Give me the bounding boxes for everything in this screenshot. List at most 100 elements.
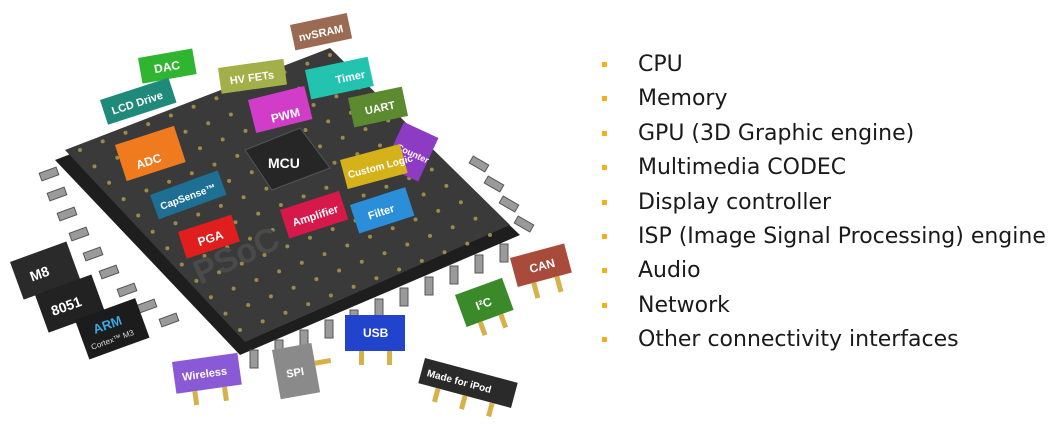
chip-dot [390,226,395,231]
chip-dot [196,212,201,217]
chip-dot [340,135,345,140]
bullet-icon [602,233,607,239]
chip-dot [278,203,283,207]
chip-dot [270,228,275,232]
chip-dot [345,243,350,248]
chip-dot [173,221,178,226]
bullet-icon [602,165,607,171]
chip-dot [179,262,184,267]
mcu-label: MCU [268,155,300,171]
chip-dot [397,267,402,272]
feature-label: Multimedia CODEC [638,155,847,181]
chip-dot [223,311,228,316]
chip-dot [231,286,236,291]
chip-dot [301,194,306,199]
block-filter: Filter [350,187,415,234]
chip-dot [167,179,172,184]
chip-dot [473,216,478,221]
chip-dot [115,155,120,160]
chip-dot [428,233,432,238]
chip-dot [285,244,290,249]
chip-dot [421,192,426,197]
chip-dot [136,213,141,218]
chip-dot [228,112,233,117]
chip-dot [384,184,389,189]
svg-text:I²C: I²C [474,294,494,313]
block-hv-fets: HV FETs [218,58,287,94]
connector-can: CAN [510,243,572,299]
chip-dot [378,143,382,148]
chip-dot [198,146,202,151]
chip-dot [246,303,251,307]
bullet-icon [602,199,607,205]
chip-dot [328,53,332,57]
chip-dot [243,128,248,133]
chip-dot [305,61,310,66]
feature-label: Network [638,292,730,318]
chip-dot [291,285,296,290]
chip-dot [208,295,213,300]
chip-illustration: PSoC MCU DAC LCD Drive HV FETs nvSRAM Ti… [10,12,572,418]
chip-dot [351,284,356,289]
chip-dot [429,167,434,172]
feature-item: Audio [600,254,1046,288]
bullet-icon [602,268,607,274]
chip-dot [361,193,366,198]
chip-dot [458,200,463,205]
svg-text:DAC: DAC [153,58,181,76]
block-pga: PGA [178,214,240,259]
bullet-icon [602,130,607,136]
feature-item: CPU [600,48,1046,82]
chip-dot [191,104,196,109]
block-nvsram: nvSRAM [290,12,353,51]
connector-spi: SPI [272,343,332,400]
chip-dot [299,260,304,265]
chip-dot [326,119,331,124]
block-timer: Timer [305,56,374,100]
chip-dot [121,197,126,202]
chip-dot [78,148,82,152]
chip-dot [202,253,207,258]
chip-dot [217,270,222,275]
chip-dot [214,96,219,101]
bullet-icon [602,337,607,343]
chip-dot [419,258,424,263]
chip-dot [413,217,418,222]
chip-dot [144,188,149,193]
feature-label: Memory [638,86,728,112]
chip-dot [100,139,105,144]
block-uart: UART [348,86,409,128]
chip-dot [488,233,492,237]
chip-dot [254,278,259,282]
feature-item: GPU (3D Graphic engine) [600,117,1046,151]
chip-dot [194,278,199,283]
chip-dot [146,122,151,127]
chip-dot [359,259,364,264]
connector-usb: USB [345,315,405,365]
chip-dot [436,208,441,213]
chip-dot [183,129,188,134]
chip-dot [249,170,254,175]
chip-dot [268,294,273,299]
feature-label: GPU (3D Graphic engine) [638,120,915,146]
chip-dot [303,128,308,132]
feature-label: Other connectivity interfaces [638,327,959,353]
chip-dot [218,203,223,208]
chip-dot [277,269,282,274]
chip-dot [328,293,333,298]
svg-text:M8: M8 [28,263,52,285]
feature-item: ISP (Image Signal Processing) engine [600,220,1046,254]
chip-dot [308,235,312,240]
chip-dot [235,153,240,158]
chip-dot [189,171,194,176]
chip-dot [368,234,372,239]
connector-i2c: I²C [455,277,514,337]
chip-dot [311,103,316,107]
chip-dot [123,130,128,135]
feature-label: ISP (Image Signal Processing) engine [638,223,1046,249]
chip-dot [248,236,252,241]
svg-text:CAN: CAN [528,256,557,276]
feature-item: Multimedia CODEC [600,151,1046,185]
chip-dot [262,253,267,257]
